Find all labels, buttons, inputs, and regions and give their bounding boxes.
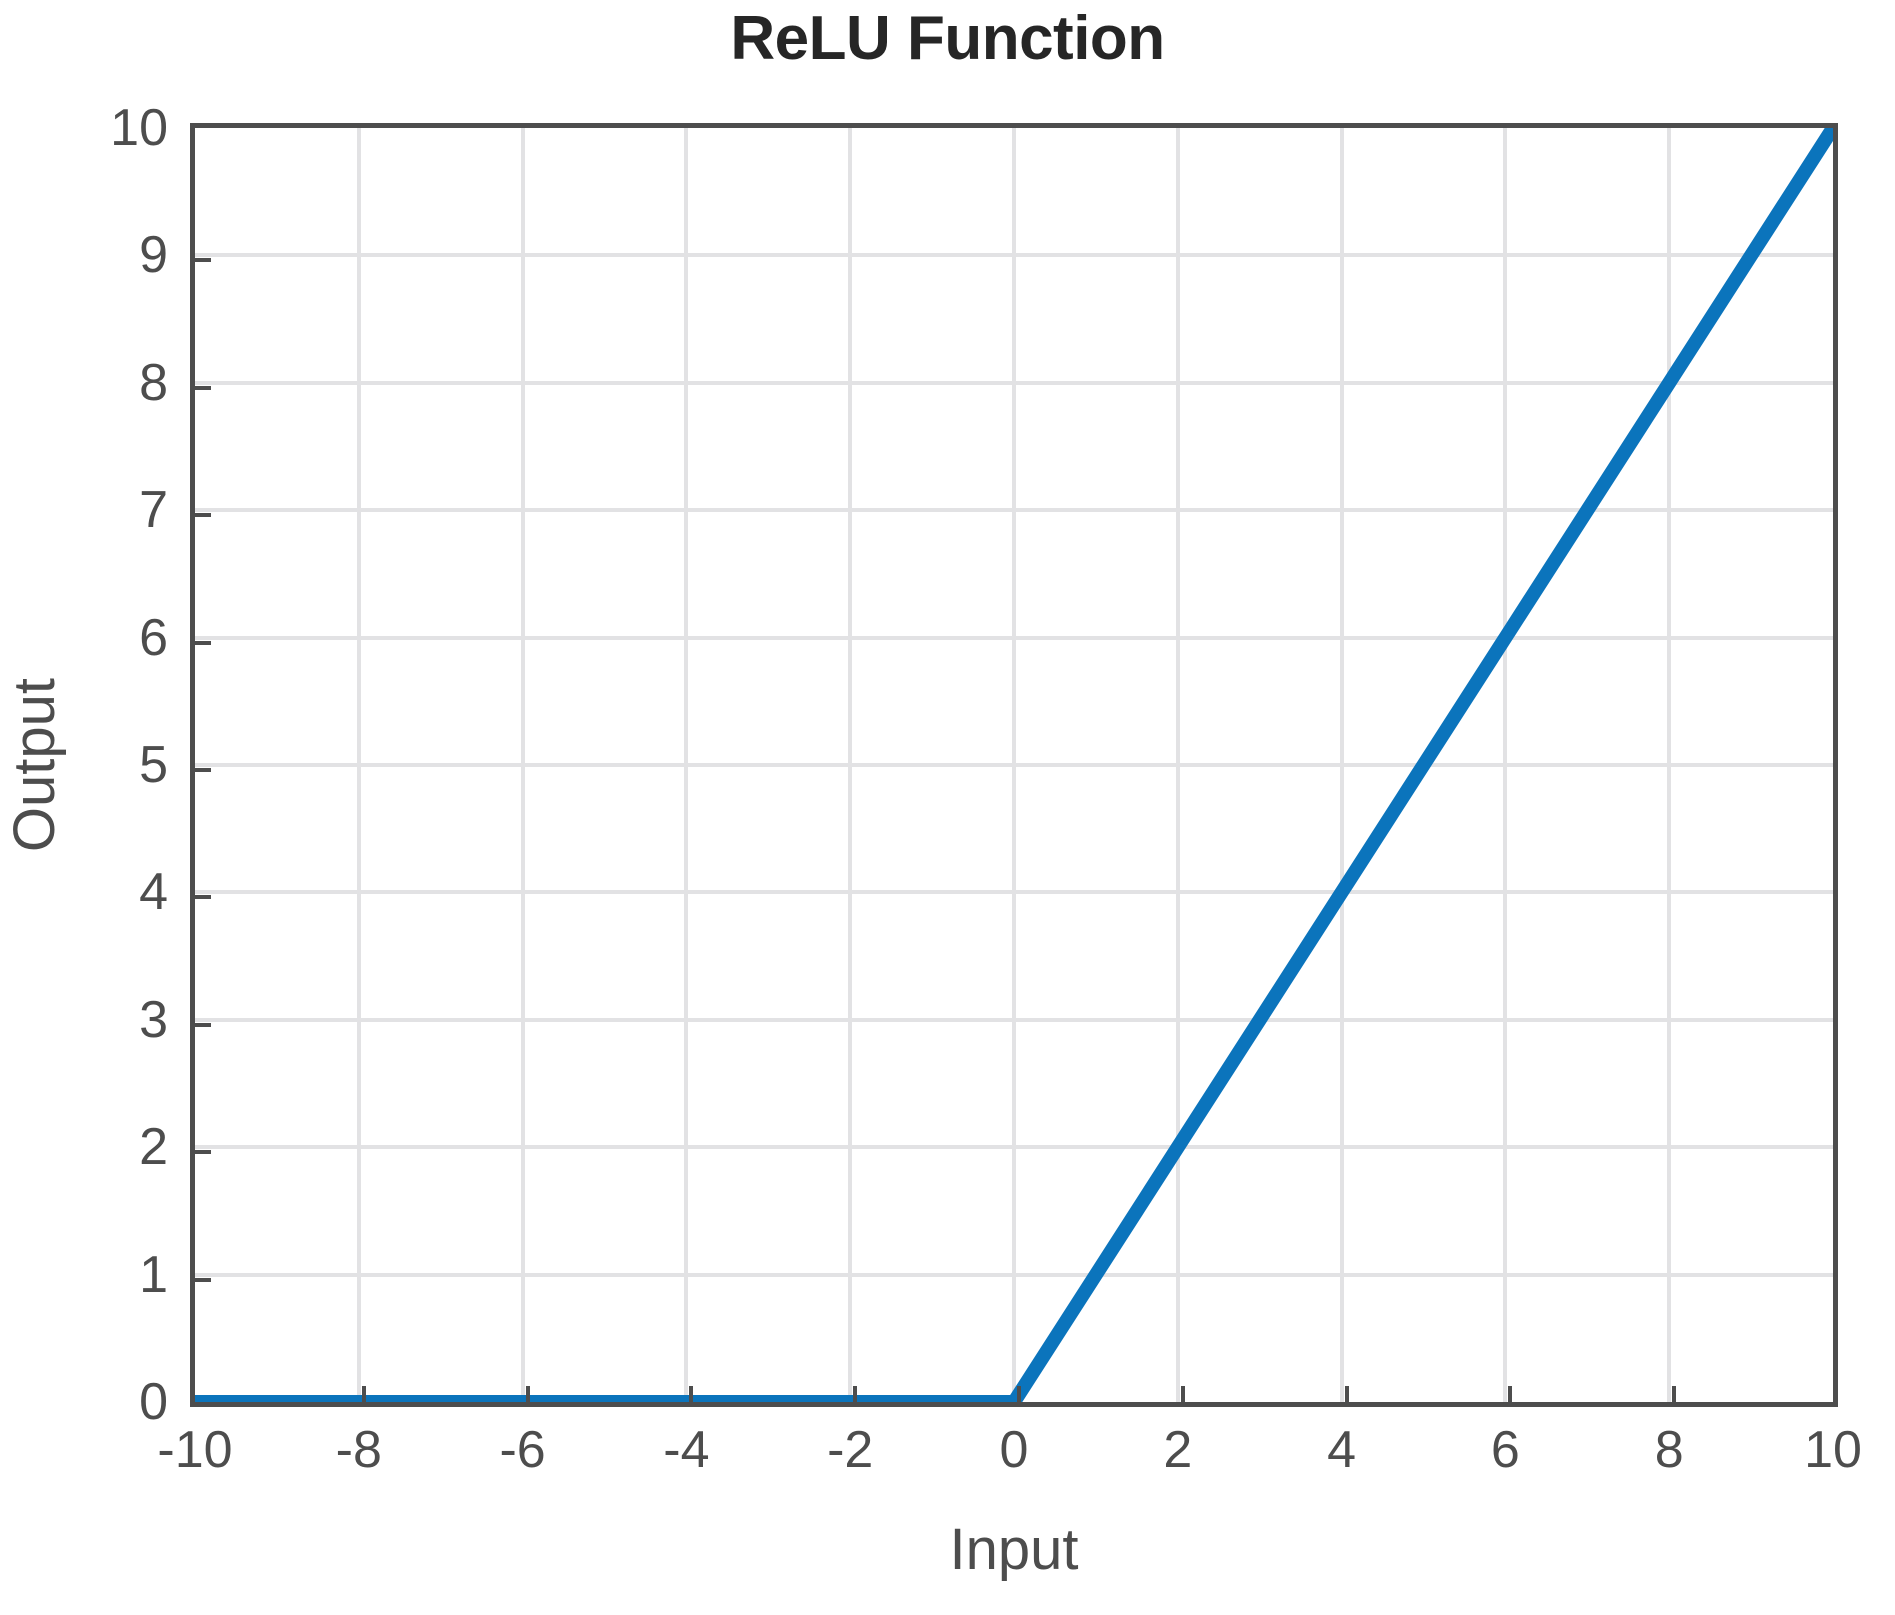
x-tick-label: 6 — [1490, 1421, 1520, 1479]
gridline-horizontal — [195, 1145, 1833, 1150]
x-tick-label: -6 — [499, 1421, 546, 1479]
y-tick-mark — [195, 258, 211, 263]
x-tick-label: 10 — [1804, 1421, 1862, 1479]
y-tick-mark — [195, 385, 211, 390]
y-tick-label: 0 — [139, 1373, 168, 1431]
y-tick-mark — [195, 895, 211, 900]
y-tick-label: 5 — [139, 736, 168, 794]
y-tick-mark — [195, 640, 211, 645]
y-tick-label: 3 — [139, 990, 168, 1049]
x-tick-label: 0 — [999, 1421, 1029, 1479]
x-tick-label: -2 — [827, 1421, 874, 1479]
y-tick-mark — [195, 768, 211, 772]
gridline-horizontal — [195, 253, 1833, 258]
x-tick-label: -10 — [157, 1421, 233, 1479]
x-tick-mark — [853, 1386, 858, 1402]
y-axis-label-text: Output — [2, 677, 67, 853]
y-tick-label: 9 — [139, 226, 168, 285]
gridline-horizontal — [195, 1272, 1833, 1277]
y-tick-label: 2 — [139, 1118, 168, 1177]
x-tick-mark — [525, 1386, 530, 1402]
y-axis-label: Output — [0, 123, 70, 1407]
y-tick-label: 7 — [139, 481, 168, 540]
gridline-horizontal — [195, 380, 1833, 385]
gridline-horizontal — [195, 890, 1833, 895]
y-tick-label: 1 — [139, 1245, 168, 1304]
x-tick-mark — [1672, 1386, 1677, 1402]
x-tick-mark — [689, 1386, 694, 1402]
data-series-layer — [195, 128, 1833, 1402]
gridline-horizontal — [195, 508, 1833, 513]
plot-inner — [195, 128, 1833, 1402]
x-tick-label: -8 — [335, 1421, 382, 1479]
x-tick-mark — [361, 1386, 366, 1402]
gridline-horizontal — [195, 763, 1833, 767]
x-tick-label: -4 — [663, 1421, 710, 1479]
y-tick-label: 4 — [139, 863, 168, 922]
plot-area — [190, 123, 1838, 1407]
y-tick-label: 6 — [139, 608, 168, 667]
chart-title: ReLU Function — [730, 4, 1165, 73]
y-tick-mark — [195, 513, 211, 518]
y-tick-mark — [195, 1150, 211, 1155]
y-tick-label: 10 — [110, 99, 168, 157]
gridline-horizontal — [195, 1017, 1833, 1022]
x-tick-mark — [1017, 1386, 1021, 1402]
y-tick-mark — [195, 1277, 211, 1282]
x-axis-label: Input — [190, 1521, 1838, 1579]
gridline-horizontal — [195, 635, 1833, 640]
x-tick-mark — [1180, 1386, 1185, 1402]
y-tick-mark — [195, 1022, 211, 1027]
x-tick-label: 8 — [1654, 1421, 1684, 1479]
x-tick-label: 2 — [1163, 1421, 1193, 1479]
x-tick-label: 4 — [1327, 1421, 1357, 1479]
y-tick-label: 8 — [139, 353, 168, 412]
x-tick-mark — [1508, 1386, 1513, 1402]
x-axis-label-text: Input — [949, 1517, 1079, 1582]
x-tick-mark — [1344, 1386, 1349, 1402]
data-line-relu — [195, 128, 1833, 1402]
